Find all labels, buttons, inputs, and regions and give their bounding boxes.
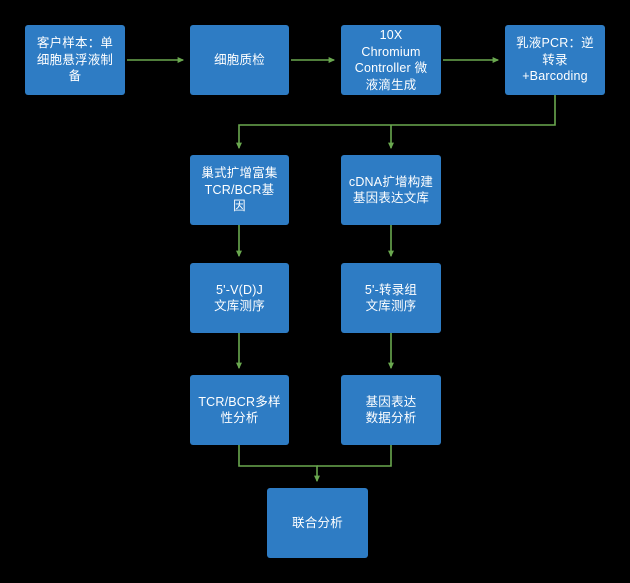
flow-node-nested[interactable]: 巢式扩增富集 TCR/BCR基 因 bbox=[190, 155, 289, 225]
flow-node-sample[interactable]: 客户样本：单 细胞悬浮液制 备 bbox=[25, 25, 125, 95]
flow-arrow bbox=[236, 95, 556, 150]
flow-node-chromium[interactable]: 10X Chromium Controller 微 液滴生成 bbox=[341, 25, 441, 95]
flow-arrow bbox=[238, 445, 320, 483]
flow-node-rnaseq[interactable]: 5'-转录组 文库测序 bbox=[341, 263, 441, 333]
flow-node-tcrbcr[interactable]: TCR/BCR多样 性分析 bbox=[190, 375, 289, 445]
flow-node-cdna[interactable]: cDNA扩增构建 基因表达文库 bbox=[341, 155, 441, 225]
flow-node-vdjseq[interactable]: 5'-V(D)J 文库测序 bbox=[190, 263, 289, 333]
flow-node-qc[interactable]: 细胞质检 bbox=[190, 25, 289, 95]
flow-node-emulsion[interactable]: 乳液PCR：逆 转录 +Barcoding bbox=[505, 25, 605, 95]
flow-node-geneexpr[interactable]: 基因表达 数据分析 bbox=[341, 375, 441, 445]
flow-node-joint[interactable]: 联合分析 bbox=[267, 488, 368, 558]
flow-arrow bbox=[317, 445, 392, 467]
